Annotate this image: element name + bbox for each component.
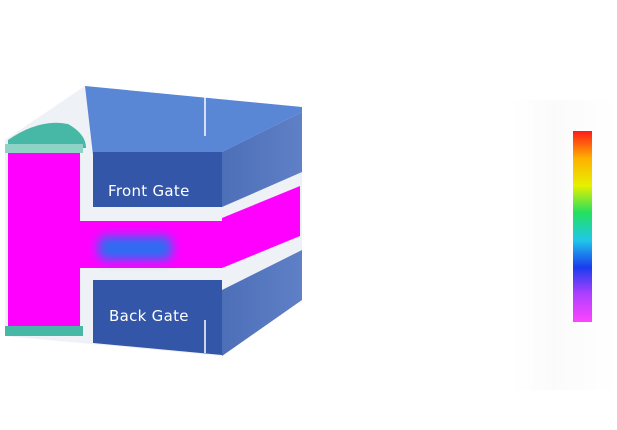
back-gate-label: Back Gate — [109, 307, 189, 325]
carrier-density-blob — [98, 236, 172, 260]
colorbar — [573, 131, 592, 322]
front-gate-label: Front Gate — [108, 182, 190, 200]
source-contact-band-top — [5, 144, 83, 153]
front-gate-side-face — [222, 112, 302, 207]
front-gate-top-face — [85, 86, 302, 155]
legend-fade-panel — [512, 100, 617, 390]
channel-side-face — [222, 186, 300, 268]
source-contact-band-bottom — [5, 326, 83, 336]
source-contact-top — [8, 122, 86, 148]
colorbar-ticks — [531, 166, 571, 326]
back-gate-side-face — [222, 250, 302, 356]
back-gate-front-face — [93, 280, 222, 355]
front-gate-front-face — [93, 152, 222, 207]
